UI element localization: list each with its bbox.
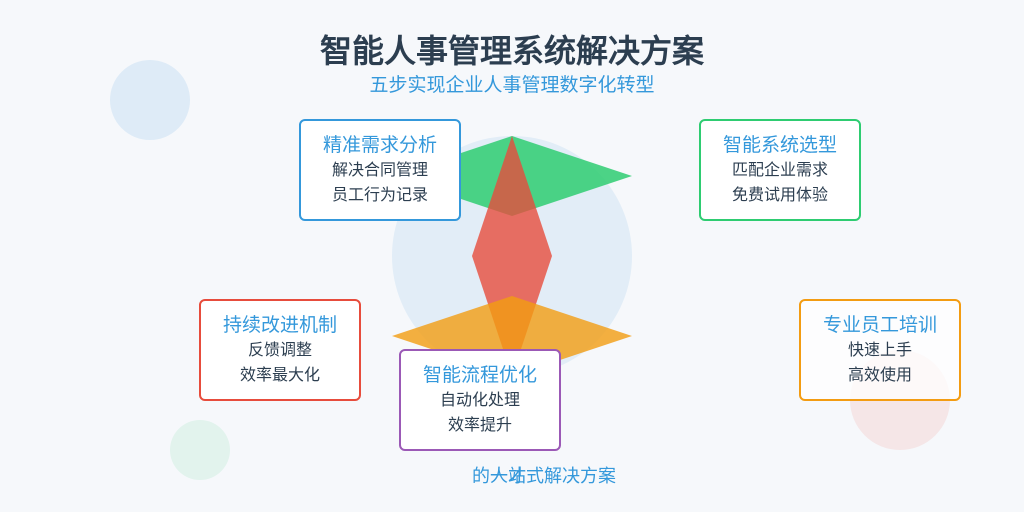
card-line: 匹配企业需求 [731, 160, 828, 179]
decor-circle-blue [110, 60, 190, 140]
card-title: 精准需求分析 [322, 134, 437, 156]
card-line: 效率最大化 [239, 365, 320, 384]
page-title: 智能人事管理系统解决方案 [319, 32, 704, 70]
card-line: 效率提升 [447, 415, 512, 434]
card-title: 智能系统选型 [722, 134, 837, 156]
card-requirement-analysis: 精准需求分析 解决合同管理 员工行为记录 [299, 119, 461, 221]
card-line: 免费试用体验 [731, 185, 828, 204]
card-line: 解决合同管理 [331, 160, 428, 179]
card-system-selection: 智能系统选型 匹配企业需求 免费试用体验 [699, 119, 861, 221]
card-title: 智能流程优化 [422, 364, 537, 386]
card-line: 员工行为记录 [331, 185, 428, 204]
card-title: 持续改进机制 [222, 314, 337, 336]
card-staff-training: 专业员工培训 快速上手 高效使用 [799, 299, 961, 401]
decor-circle-green [170, 420, 230, 480]
card-process-optimization: 智能流程优化 自动化处理 效率提升 [399, 349, 561, 451]
card-title: 专业员工培训 [822, 314, 937, 336]
page-subtitle: 五步实现企业人事管理数字化转型 [369, 74, 655, 96]
card-line: 快速上手 [847, 340, 912, 359]
card-line: 反馈调整 [247, 340, 312, 359]
card-line: 高效使用 [847, 365, 912, 384]
footer-text-b: 的人才 [472, 466, 526, 487]
card-continuous-improvement: 持续改进机制 反馈调整 效率最大化 [199, 299, 361, 401]
footer-text-a: 一站式解决方案 [490, 466, 616, 487]
card-line: 自动化处理 [439, 390, 520, 409]
